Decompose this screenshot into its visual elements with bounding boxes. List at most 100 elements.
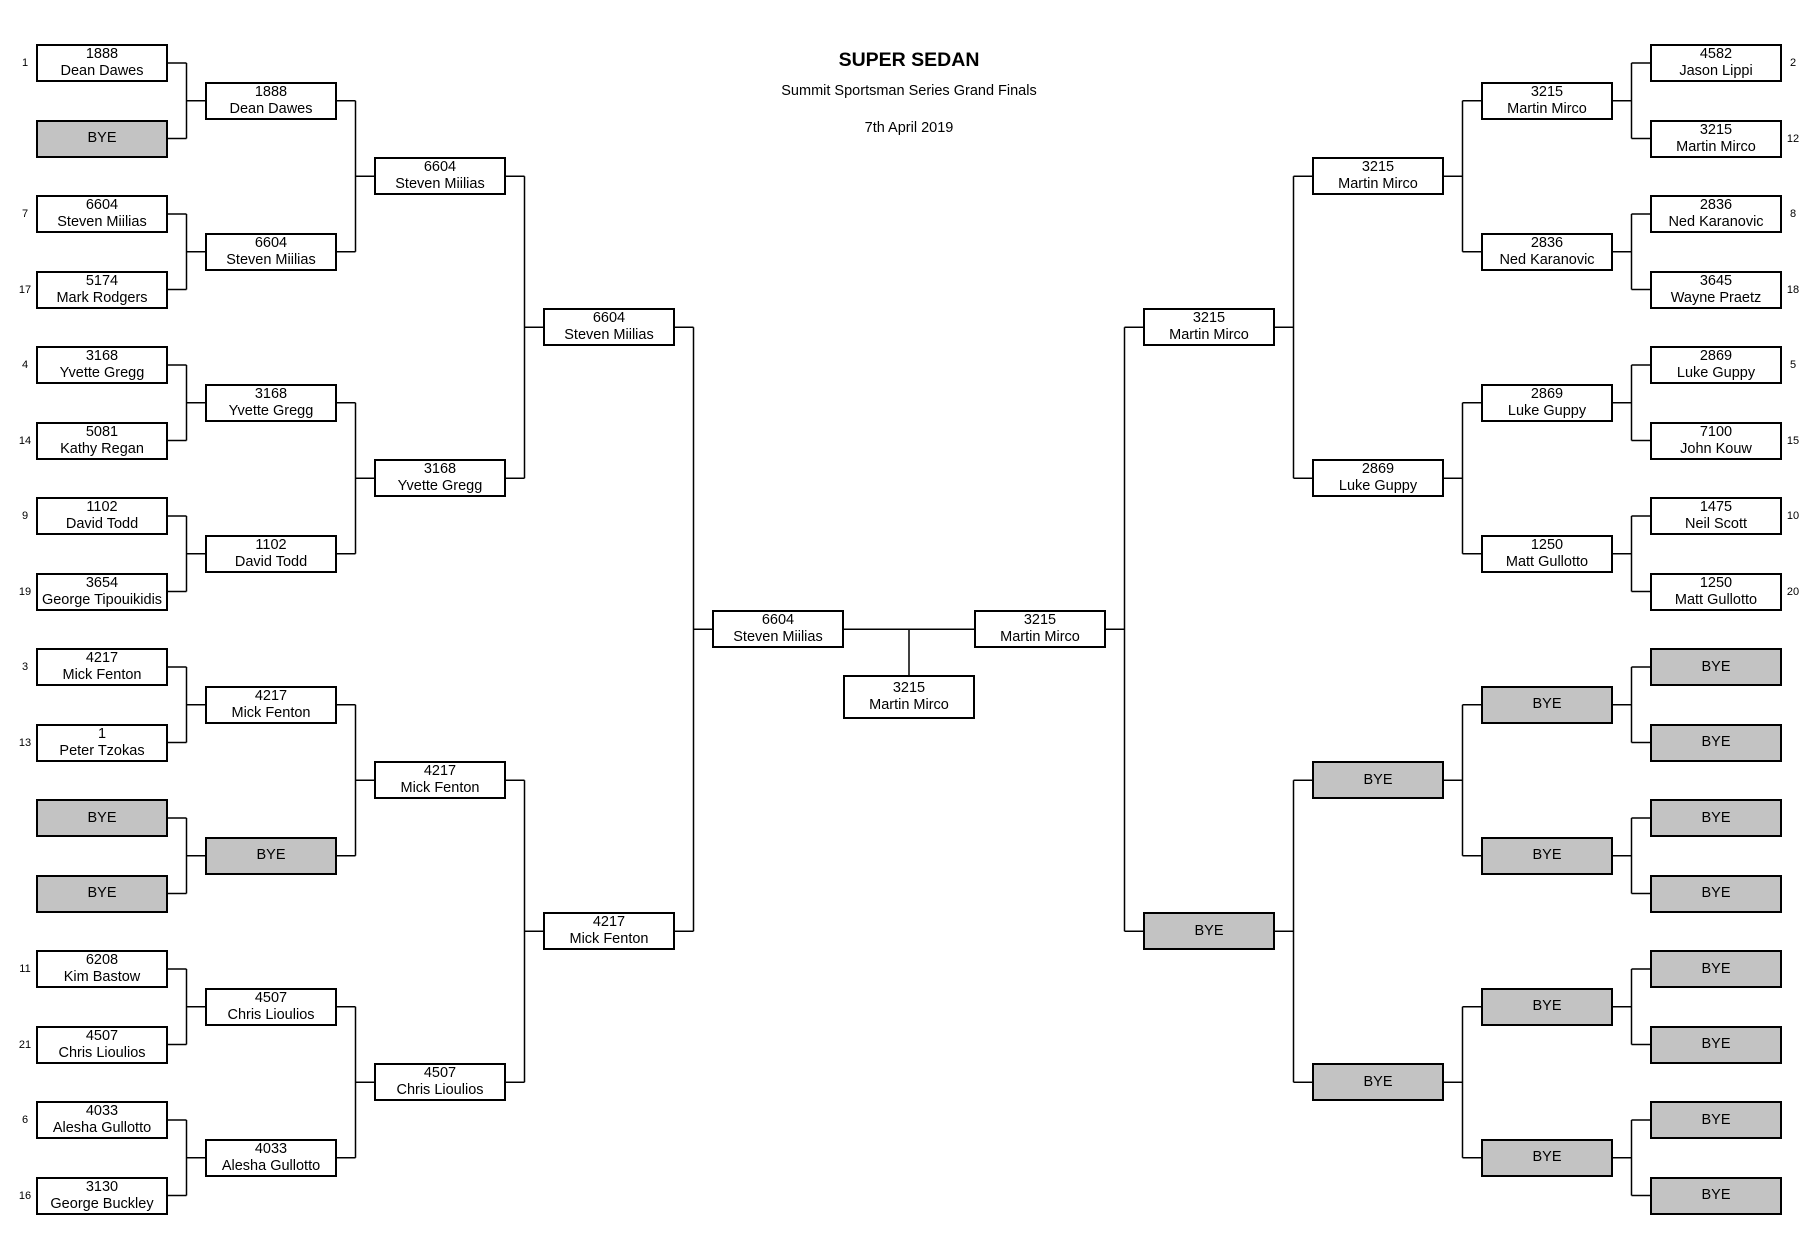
bye-label: BYE <box>87 885 117 901</box>
seed-number: 20 <box>1786 585 1800 598</box>
left-r1-slot: BYE <box>36 874 168 913</box>
driver-name: Chris Lioulios <box>396 1082 484 1099</box>
car-number: 6604 <box>85 197 119 213</box>
right-r1-slot: BYE <box>1650 723 1782 762</box>
driver-name: Luke Guppy <box>1676 365 1756 381</box>
right-r1-slot: BYE <box>1650 1025 1782 1064</box>
car-number: 6208 <box>85 952 119 968</box>
event-date: 7th April 2019 <box>864 120 954 136</box>
driver-name: Steven Miilias <box>226 251 316 268</box>
bye-label: BYE <box>1363 771 1393 788</box>
car-number: 1250 <box>1530 536 1564 553</box>
driver-name: Martin Mirco <box>1169 327 1249 344</box>
driver-name: George Buckley <box>50 1195 154 1212</box>
bye-label: BYE <box>1701 809 1731 826</box>
bye-label: BYE <box>1701 1036 1731 1052</box>
left-r1-slot: BYE <box>36 799 168 837</box>
car-number: 4217 <box>85 650 119 666</box>
right-r1-slot: BYE <box>1650 648 1782 686</box>
bye-label: BYE <box>1532 847 1562 864</box>
car-number: 3168 <box>254 385 288 402</box>
bye-label: BYE <box>1701 1187 1731 1203</box>
driver-name: Jason Lippi <box>1679 63 1753 79</box>
bye-label: BYE <box>1194 922 1224 939</box>
right-r2-slot: BYE <box>1481 836 1613 875</box>
bye-label: BYE <box>1532 998 1562 1015</box>
seed-number: 2 <box>1789 57 1797 69</box>
right-r1-slot: BYE <box>1650 1176 1782 1215</box>
car-number: 5081 <box>85 423 119 440</box>
car-number: 1102 <box>86 499 118 515</box>
driver-name: Steven Miilias <box>564 327 654 344</box>
seed-number: 10 <box>1786 510 1800 522</box>
right-r1-slot: BYE <box>1650 874 1782 913</box>
car-number: 3215 <box>1023 612 1057 629</box>
seed-number: 19 <box>18 585 32 598</box>
car-number: 1888 <box>254 83 288 100</box>
seed-number: 9 <box>21 510 29 522</box>
seed-number: 21 <box>18 1038 32 1051</box>
car-number: 3168 <box>423 461 457 478</box>
seed-number: 3 <box>21 661 29 673</box>
car-number: 3130 <box>85 1178 119 1195</box>
driver-name: Ned Karanovic <box>1668 214 1764 230</box>
driver-name: George Tipouikidis <box>41 591 163 608</box>
seed-number: 1 <box>21 57 29 69</box>
car-number: 3215 <box>1361 159 1395 176</box>
right-r3-slot: BYE <box>1312 1063 1444 1102</box>
driver-name: Yvette Gregg <box>59 365 145 381</box>
bye-label: BYE <box>1701 960 1731 977</box>
car-number: 6604 <box>592 310 626 327</box>
driver-name: Peter Tzokas <box>59 742 145 759</box>
driver-name: Martin Mirco <box>1507 100 1587 117</box>
car-number: 4033 <box>85 1103 119 1119</box>
bye-label: BYE <box>1701 885 1731 901</box>
car-number: 4507 <box>85 1027 119 1044</box>
right-r1-slot: BYE <box>1650 1101 1782 1139</box>
driver-name: Luke Guppy <box>1338 478 1418 495</box>
car-number: 2836 <box>1699 197 1733 213</box>
bye-label: BYE <box>256 847 286 864</box>
right-r2-slot: BYE <box>1481 1138 1613 1177</box>
right-r2-slot: BYE <box>1481 987 1613 1026</box>
driver-name: Matt Gullotto <box>1674 591 1758 608</box>
driver-name: John Kouw <box>1680 440 1752 457</box>
driver-name: Martin Mirco <box>1000 629 1080 646</box>
right-r1-slot: BYE <box>1650 799 1782 837</box>
seed-number: 16 <box>18 1189 32 1202</box>
seed-number: 15 <box>1786 434 1800 447</box>
driver-name: Dean Dawes <box>229 100 313 117</box>
car-number: 2836 <box>1530 234 1564 251</box>
driver-name: Kathy Regan <box>60 440 144 457</box>
car-number: 1102 <box>255 536 287 553</box>
car-number: 4507 <box>423 1065 457 1082</box>
driver-name: Mick Fenton <box>62 667 142 683</box>
car-number: 4217 <box>254 687 288 704</box>
driver-name: Dean Dawes <box>60 63 144 79</box>
car-number: 1250 <box>1699 574 1733 591</box>
car-number: 6604 <box>254 234 288 251</box>
seed-number: 4 <box>21 359 29 371</box>
left-r1-slot: BYE <box>36 119 168 158</box>
seed-number: 7 <box>21 208 29 220</box>
seed-number: 6 <box>21 1114 29 1126</box>
driver-name: Alesha Gullotto <box>52 1120 152 1136</box>
driver-name: Mark Rodgers <box>56 289 148 306</box>
